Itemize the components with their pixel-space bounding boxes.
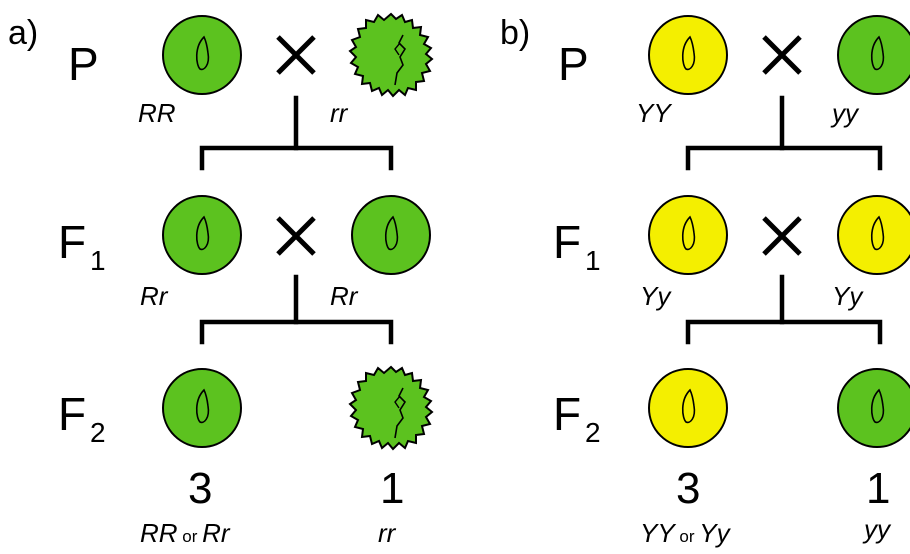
- pea-seed-round-yellow: [649, 369, 727, 447]
- pea-seed-round-yellow: [649, 196, 727, 274]
- genotype-label: RR: [138, 98, 176, 128]
- panel-a-f2-label: F 2: [58, 388, 106, 448]
- svg-text:2: 2: [90, 417, 106, 448]
- panel-b-p-label: P: [558, 38, 589, 90]
- panel-a-p-label: P: [68, 38, 99, 90]
- genotype-label: Rr: [140, 281, 169, 311]
- svg-text:RR or Rr: RR or Rr: [140, 518, 231, 548]
- svg-text:F: F: [58, 216, 86, 268]
- ratio-value: 1: [380, 464, 404, 513]
- cross-connector: [202, 98, 391, 168]
- genotype-label: rr: [378, 518, 397, 548]
- cross-connector: [202, 277, 391, 342]
- genotype-label: YY or Yy: [640, 518, 732, 548]
- svg-text:F: F: [553, 216, 581, 268]
- pea-seed-wrinkled-green: [350, 14, 432, 96]
- genotype-label: Yy: [832, 281, 864, 311]
- genotype-label: yy: [830, 98, 860, 128]
- panel-a-f1-label: F 1: [58, 216, 106, 276]
- genotype-label: RR or Rr: [140, 518, 231, 548]
- panel-b: b) P F 1 F 2: [500, 14, 910, 548]
- cross-symbol-icon: [764, 218, 800, 254]
- panel-b-f1-label: F 1: [553, 216, 601, 276]
- ratio-value: 1: [866, 464, 890, 513]
- cross-symbol-icon: [278, 37, 314, 73]
- pea-seed-round-green: [838, 16, 910, 94]
- genotype-label: Yy: [640, 281, 672, 311]
- genotype-label: yy: [862, 514, 892, 544]
- panel-a: a) P F 1 F 2: [8, 14, 432, 548]
- genotype-label: rr: [330, 98, 349, 128]
- cross-symbol-icon: [278, 218, 314, 254]
- pea-seed-wrinkled-green: [350, 367, 432, 449]
- pea-seed-round-green: [352, 196, 430, 274]
- genotype-label: YY: [636, 98, 672, 128]
- svg-text:F: F: [58, 388, 86, 440]
- pea-seed-round-green: [163, 369, 241, 447]
- svg-text:1: 1: [90, 245, 106, 276]
- svg-text:1: 1: [585, 245, 601, 276]
- ratio-value: 3: [188, 464, 212, 513]
- ratio-value: 3: [676, 464, 700, 513]
- panel-a-label: a): [8, 14, 38, 52]
- cross-symbol-icon: [764, 37, 800, 73]
- pea-seed-round-green: [163, 196, 241, 274]
- pea-seed-round-green: [163, 16, 241, 94]
- svg-text:2: 2: [585, 417, 601, 448]
- pea-seed-round-yellow: [838, 196, 910, 274]
- panel-b-label: b): [500, 14, 530, 52]
- svg-text:YY or Yy: YY or Yy: [640, 518, 732, 548]
- pea-seed-round-green: [838, 369, 910, 447]
- panel-b-f2-label: F 2: [553, 388, 601, 448]
- pea-seed-round-yellow: [649, 16, 727, 94]
- genotype-label: Rr: [330, 281, 359, 311]
- svg-text:F: F: [553, 388, 581, 440]
